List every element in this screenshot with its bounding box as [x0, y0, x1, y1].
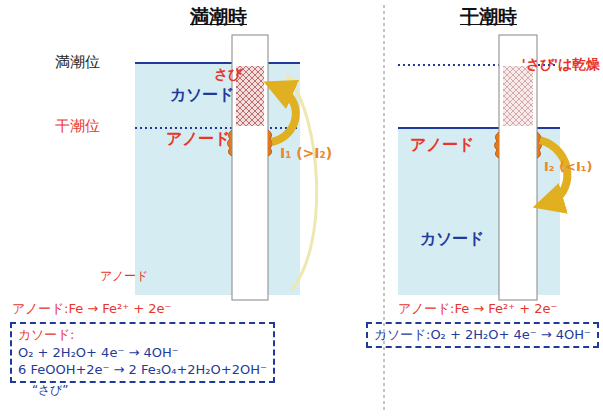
reaction-text: カソード: [18, 326, 267, 344]
reaction-text: 6 FeOOH+2e⁻ → 2 Fe₃O₄+2H₂O+2OH⁻ [18, 361, 267, 379]
reaction-text: アノード:Fe → Fe²⁺ + 2e⁻ [398, 302, 557, 317]
current-label: I₂ (<I₁) [544, 160, 592, 175]
reaction-box: カソード:O₂ + 2H₂O+ 4e⁻ → 4OH⁻ [366, 322, 599, 348]
current-label: I₁ (>I₂) [280, 145, 332, 161]
rust-caption: “さび” [32, 384, 68, 398]
reaction-text: アノード:Fe → Fe²⁺ + 2e⁻ [12, 302, 171, 317]
anode-label: アノード [166, 130, 230, 148]
reaction-text: O₂ + 2H₂O+ 4e⁻ → 4OH⁻ [18, 344, 267, 362]
level-label: 満潮位 [55, 54, 100, 71]
reaction-box: カソード:O₂ + 2H₂O+ 4e⁻ → 4OH⁻6 FeOOH+2e⁻ → … [10, 322, 275, 383]
level-label: 干潮位 [55, 118, 100, 135]
anode-label: アノード [100, 270, 148, 284]
reaction-text: カソード:O₂ + 2H₂O+ 4e⁻ → 4OH⁻ [374, 326, 591, 344]
anode-label: アノード [410, 136, 474, 154]
cathode-label: カソード [420, 230, 484, 248]
cathode-label: カソード [170, 86, 234, 104]
rust-dry-label: 'さび'は乾燥 [521, 56, 600, 72]
rust-label: さび [214, 66, 242, 82]
panel-title: 干潮時 [460, 6, 517, 28]
panel-title: 満潮時 [190, 6, 247, 28]
